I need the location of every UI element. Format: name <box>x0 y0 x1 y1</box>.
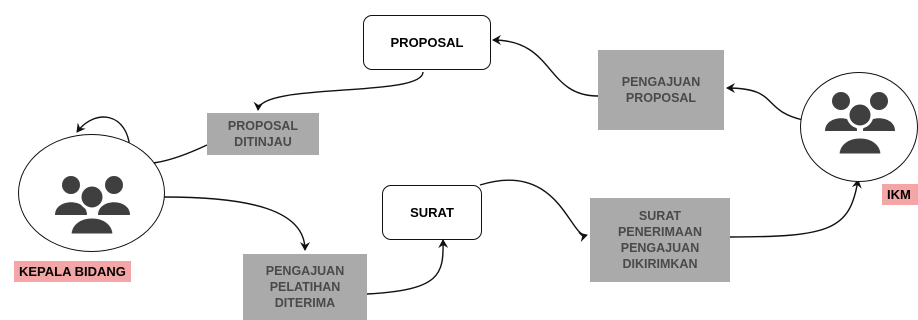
edge-proposal-to-ditinjau <box>253 71 424 111</box>
actor-ikm <box>800 72 918 182</box>
node-surat-penerimaan-pengajuan: SURAT PENERIMAAN PENGAJUAN DIKIRIMKAN <box>590 198 730 282</box>
node-pengajuan-pelatihan-diterima: PENGAJUAN PELATIHAN DITERIMA <box>243 254 367 320</box>
node-proposal-ditinjau: PROPOSAL DITINJAU <box>207 113 319 155</box>
actor-kepala-bidang <box>18 134 165 252</box>
node-pengajuan-proposal: PENGAJUAN PROPOSAL <box>598 50 724 130</box>
node-proposal: PROPOSAL <box>363 15 491 70</box>
role-label-ikm: IKM <box>882 184 918 205</box>
edge-surat-to-penerimaan <box>479 179 588 243</box>
edge-pelatihan-to-surat <box>366 239 449 295</box>
edge-ikm-to-pengajuan-proposal <box>726 83 804 121</box>
edge-kepala-to-pelatihan <box>163 196 310 251</box>
node-surat: SURAT <box>382 185 482 240</box>
role-label-kepala-bidang: KEPALA BIDANG <box>14 261 131 282</box>
node-surat-label: SURAT <box>410 205 454 220</box>
edge-pengajuan-to-proposal <box>492 35 599 97</box>
edge-penerimaan-to-ikm <box>729 179 862 238</box>
node-proposal-label: PROPOSAL <box>390 35 464 50</box>
